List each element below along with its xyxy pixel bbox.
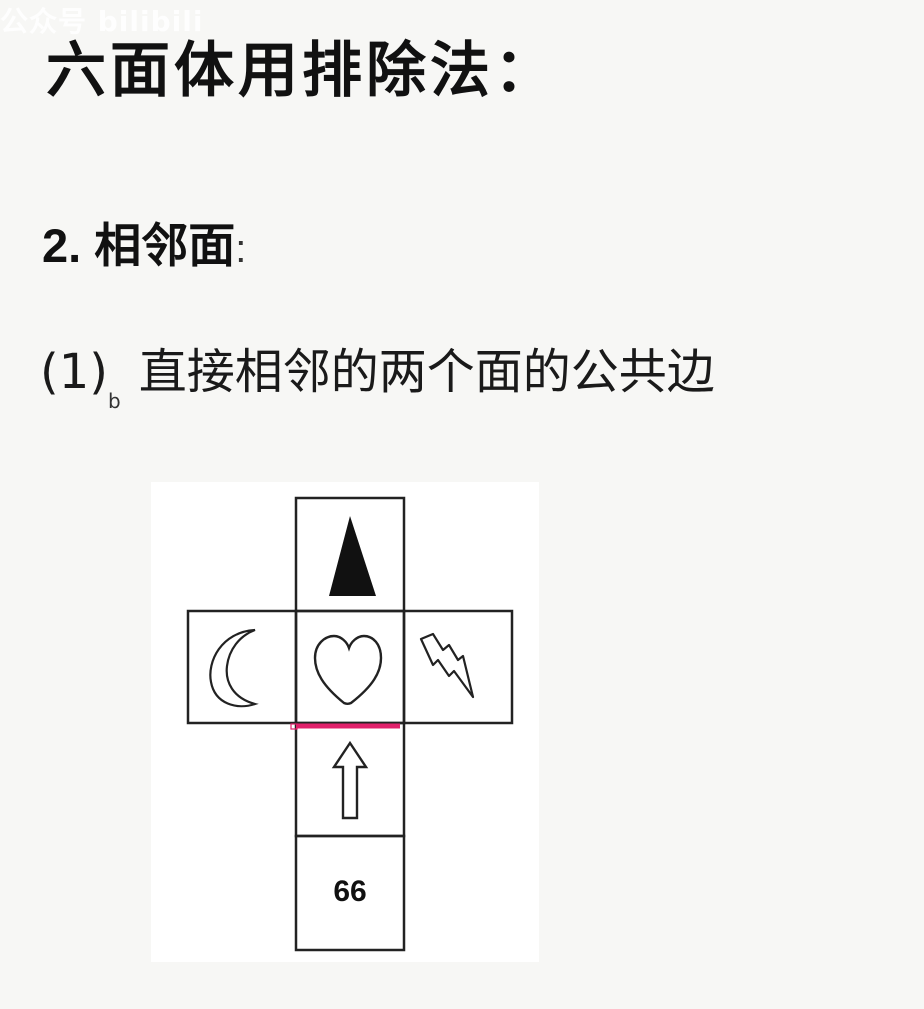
cube-net-svg: 66 <box>186 496 514 952</box>
face-bottom <box>294 834 406 952</box>
face-right <box>402 609 514 725</box>
point-subscript: b <box>108 389 121 413</box>
section-heading: 2. 相邻面: <box>42 207 246 276</box>
watermark: 公众号 bilibili <box>0 5 204 38</box>
point-text: 直接相邻的两个面的公共边 <box>138 344 715 400</box>
cube-net-diagram: 66 <box>151 482 539 962</box>
face-center <box>294 609 406 725</box>
lightning-icon <box>419 632 475 699</box>
section-heading-colon: : <box>235 227 247 271</box>
point-line: (1)b 直接相邻的两个面的公共边 <box>40 332 715 413</box>
bottom-face-label: 66 <box>333 875 366 908</box>
triangle-icon <box>329 516 376 596</box>
page-title: 六面体用排除法： <box>46 36 558 106</box>
heart-icon <box>313 634 383 705</box>
common-edge-marker <box>290 723 298 730</box>
point-index: (1) <box>40 344 108 400</box>
section-heading-text: 2. 相邻面 <box>42 219 236 272</box>
up-arrow-icon <box>331 740 369 820</box>
moon-icon <box>209 628 259 708</box>
